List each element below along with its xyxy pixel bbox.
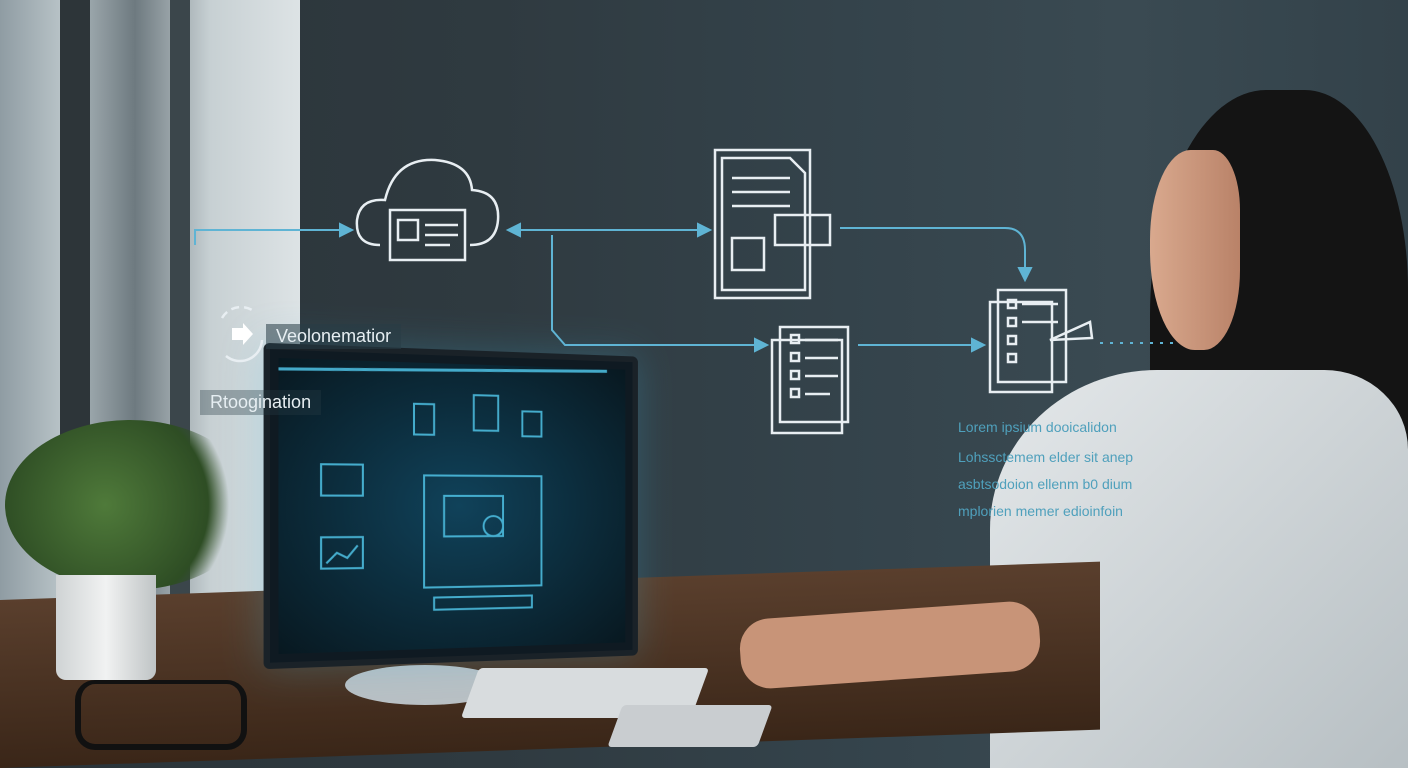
woman-face xyxy=(1150,150,1240,350)
glasses xyxy=(75,680,247,750)
caption-line: Lohssctemem elder sit anep xyxy=(958,449,1134,465)
checklist-approval-icon xyxy=(988,288,1094,394)
caption-text: Lorem ipsium dooicalidon Lohssctemem eld… xyxy=(958,414,1133,525)
checklist-icon xyxy=(770,325,850,435)
document-icon xyxy=(713,148,832,300)
overlay-label: Veolonematior xyxy=(266,324,402,349)
caption-line: mplorien memer edioinfoin xyxy=(958,503,1123,519)
plant-pot xyxy=(56,575,156,680)
plant xyxy=(5,420,255,590)
caption-line: asbtsodoion ellenm b0 dium xyxy=(958,476,1133,492)
cloud-document-icon xyxy=(355,158,500,262)
caption-line: Lorem ipsium dooicalidon xyxy=(958,419,1117,435)
arrow-right-icon xyxy=(220,305,264,363)
workflow-arrows xyxy=(194,222,1175,353)
overlay-label: Rtoogination xyxy=(200,390,322,415)
